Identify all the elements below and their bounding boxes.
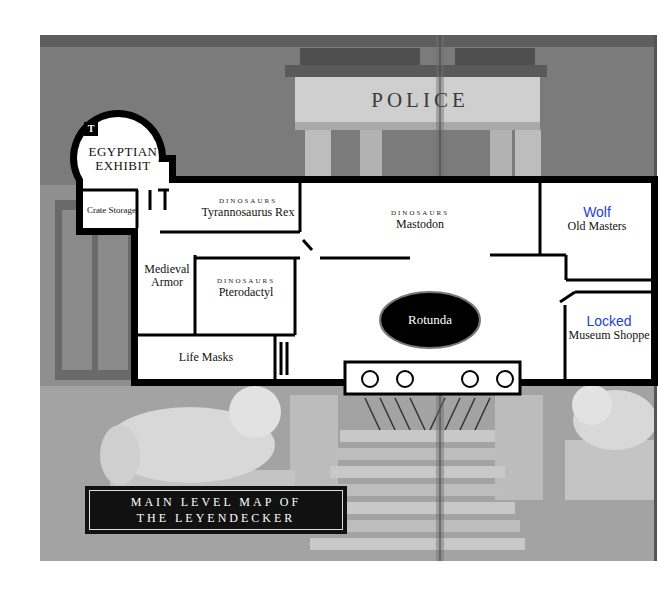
room: LockedMuseum Shoppe <box>567 296 652 358</box>
room-label: Old Masters <box>568 220 627 233</box>
title-plate: MAIN LEVEL MAP OF THE LEYENDECKER <box>85 486 347 534</box>
room-label: Pterodactyl <box>219 286 274 299</box>
annotation: Wolf <box>583 204 611 220</box>
map-title: MAIN LEVEL MAP OF THE LEYENDECKER <box>114 494 319 526</box>
room-category: DINOSAURS <box>219 197 277 206</box>
room: EGYPTIAN EXHIBIT <box>78 138 168 180</box>
room-marker: T <box>84 122 98 136</box>
room: DINOSAURSPterodactyl <box>200 268 292 308</box>
room: Crate Storage <box>86 194 137 226</box>
room-category: DINOSAURS <box>217 277 275 286</box>
room-label: Crate Storage <box>87 205 136 215</box>
room-label: Museum Shoppe <box>569 329 650 342</box>
annotation: Locked <box>586 313 631 329</box>
room-label: Life Masks <box>179 351 233 364</box>
rotunda-ellipse: Rotunda <box>378 290 482 350</box>
room-category: DINOSAURS <box>391 209 449 218</box>
building-sign: POLICE <box>330 88 510 112</box>
room: Medieval Armor <box>138 256 196 296</box>
room: Life Masks <box>140 339 272 375</box>
room: DINOSAURSMastodon <box>365 200 475 240</box>
room: DINOSAURSTyrannosaurus Rex <box>198 186 298 230</box>
room-label: Tyrannosaurus Rex <box>202 206 295 219</box>
room-label: Medieval Armor <box>138 263 196 289</box>
room-label: Rotunda <box>408 313 452 327</box>
room-label: EGYPTIAN EXHIBIT <box>78 145 168 173</box>
room-label: Mastodon <box>396 218 444 231</box>
room: WolfOld Masters <box>545 186 649 250</box>
